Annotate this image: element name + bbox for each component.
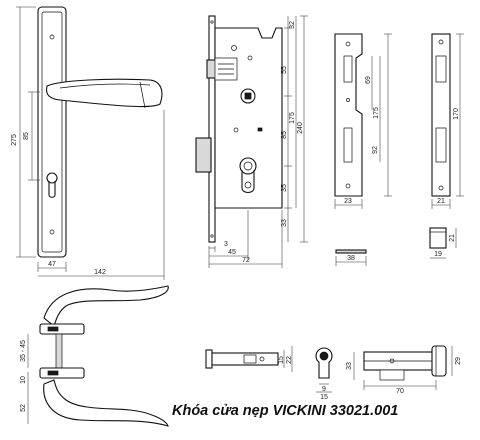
dim-strike-69: 69 bbox=[365, 76, 372, 84]
dim-body-33: 33 bbox=[281, 219, 288, 227]
strike-plate-narrow-dimensions: 170 21 bbox=[431, 33, 464, 209]
dim-strike-92: 92 bbox=[372, 146, 379, 154]
mortise-dimensions: 55 85 35 33 175 240 32 3 45 72 bbox=[208, 15, 308, 268]
dim-strike-175: 175 bbox=[373, 107, 380, 119]
dim-strike2-21: 21 bbox=[437, 198, 445, 205]
handle-side-view bbox=[39, 285, 169, 427]
backplate-front-view bbox=[37, 6, 163, 258]
handle-side-dimensions: 35 - 45 10 52 bbox=[20, 334, 29, 424]
dim-rose-52: 52 bbox=[20, 404, 27, 412]
dim-backset-45: 45 bbox=[228, 249, 236, 256]
dim-bolt-22: 22 bbox=[286, 356, 293, 364]
mortise-body bbox=[195, 15, 283, 243]
cylinder-end-view: 9 15 bbox=[315, 347, 333, 401]
dim-lever-length: 142 bbox=[94, 269, 106, 276]
latch-strip: 38 bbox=[335, 249, 367, 266]
dim-body-72: 72 bbox=[242, 257, 250, 264]
dim-cyl-33: 33 bbox=[346, 362, 353, 370]
dim-plate-width: 47 bbox=[48, 261, 56, 268]
euro-cylinder: 33 29 70 bbox=[346, 345, 462, 395]
latch-bolt-side: 15 22 bbox=[205, 346, 293, 372]
dim-cyl-15: 15 bbox=[320, 394, 328, 401]
dim-cyl-70: 70 bbox=[396, 388, 404, 395]
dim-body-top: 32 bbox=[289, 21, 296, 29]
strike-plate-wide-dimensions: 69 175 92 23 bbox=[334, 33, 392, 209]
dim-body-35: 35 bbox=[281, 184, 288, 192]
dim-strike-23: 23 bbox=[344, 198, 352, 205]
dim-handle-to-key: 85 bbox=[23, 132, 30, 140]
dim-box-21: 21 bbox=[449, 234, 456, 242]
product-caption: Khóa cửa nẹp VICKINI 33021.001 bbox=[172, 403, 399, 419]
dim-body-85: 85 bbox=[281, 131, 288, 139]
dim-strike2-170: 170 bbox=[453, 108, 460, 120]
strike-plate-wide bbox=[334, 33, 363, 197]
strike-box: 21 19 bbox=[429, 227, 457, 259]
dim-body-175: 175 bbox=[289, 112, 296, 124]
dim-body-55: 55 bbox=[281, 66, 288, 74]
dim-body-240: 240 bbox=[297, 122, 304, 134]
dim-plate-height: 275 bbox=[11, 134, 18, 146]
dim-latch-38: 38 bbox=[347, 255, 355, 262]
dim-face-3: 3 bbox=[224, 241, 228, 248]
dim-cyl-29: 29 bbox=[455, 357, 462, 365]
dim-cyl-9: 9 bbox=[322, 386, 326, 393]
dim-bolt-15: 15 bbox=[278, 356, 285, 364]
dim-box-19: 19 bbox=[434, 251, 442, 258]
dim-door-thickness: 35 - 45 bbox=[20, 340, 27, 362]
backplate-dimensions: 275 85 47 142 bbox=[11, 6, 165, 280]
dim-rose-10: 10 bbox=[20, 376, 27, 384]
strike-plate-narrow bbox=[431, 33, 451, 197]
